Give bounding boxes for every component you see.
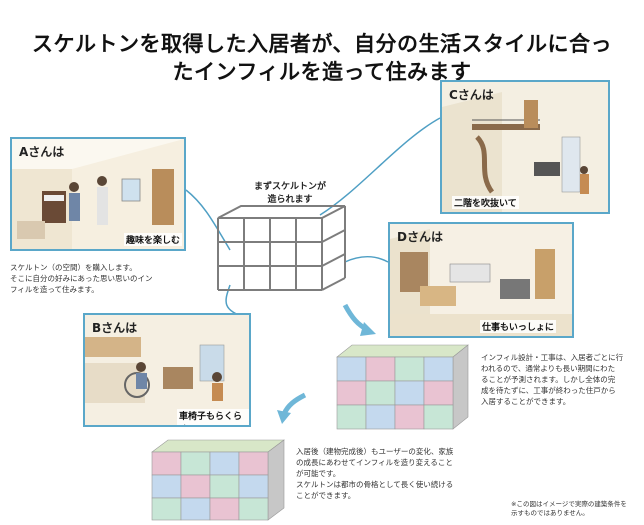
infill-note-line: ることが予測されます。しかし全体の完 xyxy=(481,375,616,384)
after-note-line: の成長にあわせてインフィルを造り変えること xyxy=(296,458,453,467)
infill-note-line: われるので、通常よりも長い期間にわた xyxy=(481,364,616,373)
panel-d: Dさんは 仕事もいっしょに xyxy=(388,222,574,338)
panel-d-label: Dさんは xyxy=(397,230,443,244)
infill-note-line: インフィル設計・工事は、入居者ごとに行 xyxy=(481,353,624,362)
disclaimer-line: ※この図はイメージで実際の建築条件を xyxy=(511,500,627,508)
panel-b-illustration xyxy=(85,315,249,425)
panel-b-label: Bさんは xyxy=(92,321,138,335)
panel-c-label: Cさんは xyxy=(449,88,494,102)
after-note-line: スケルトンは都市の骨格として長く使い続ける xyxy=(296,480,454,489)
skeleton-note: スケルトン（の空間）を購入します。 そこに自分の好みにあった思い思いのイン フィ… xyxy=(10,262,210,295)
panel-a: Aさんは 趣味を楽しむ xyxy=(10,137,186,251)
infill-note: インフィル設計・工事は、入居者ごとに行 われるので、通常よりも長い期間にわた る… xyxy=(481,352,641,407)
skeleton-label-line: 造られます xyxy=(267,195,313,205)
diagram-title-line1: スケルトンを取得した入居者が、自分の生活スタイルに合っ xyxy=(31,32,613,56)
disclaimer-line: 示すものではありません。 xyxy=(511,509,589,517)
infill-note-line: 成を待たずに、工事が終わった住戸から xyxy=(481,386,616,395)
after-note-line: 入居後（建物完成後）もユーザーの変化、家族 xyxy=(296,447,454,456)
skeleton-note-line: フィルを造って住みます。 xyxy=(10,285,99,294)
skeleton-note-line: そこに自分の好みにあった思い思いのイン xyxy=(10,274,153,283)
panel-c-illustration xyxy=(442,82,608,212)
panel-b: Bさんは 車椅子もらくらく xyxy=(83,313,251,427)
diagram-title-line2: たインフィルを造って住みます xyxy=(172,60,472,84)
after-note-line: が可能です。 xyxy=(296,469,341,478)
disclaimer-note: ※この図はイメージで実際の建築条件を 示すものではありません。 xyxy=(511,500,641,518)
skeleton-note-line: スケルトン（の空間）を購入します。 xyxy=(10,263,137,272)
panel-a-caption: 趣味を楽しむ xyxy=(124,233,183,246)
after-note: 入居後（建物完成後）もユーザーの変化、家族 の成長にあわせてインフィルを造り変え… xyxy=(296,446,496,501)
panel-d-caption: 仕事もいっしょに xyxy=(480,320,556,333)
panel-c-caption: 二階を吹抜いて xyxy=(452,196,519,209)
skeleton-label: まずスケルトンが 造られます xyxy=(230,181,350,207)
after-note-line: ことができます。 xyxy=(296,491,356,500)
panel-a-label: Aさんは xyxy=(19,145,65,159)
panel-b-caption: 車椅子もらくらく xyxy=(177,409,249,425)
infill-note-line: 入居することができます。 xyxy=(481,397,571,406)
panel-a-illustration xyxy=(12,139,184,249)
skeleton-label-line: まずスケルトンが xyxy=(253,182,326,192)
panel-c: Cさんは 二階を吹抜いて xyxy=(440,80,610,214)
